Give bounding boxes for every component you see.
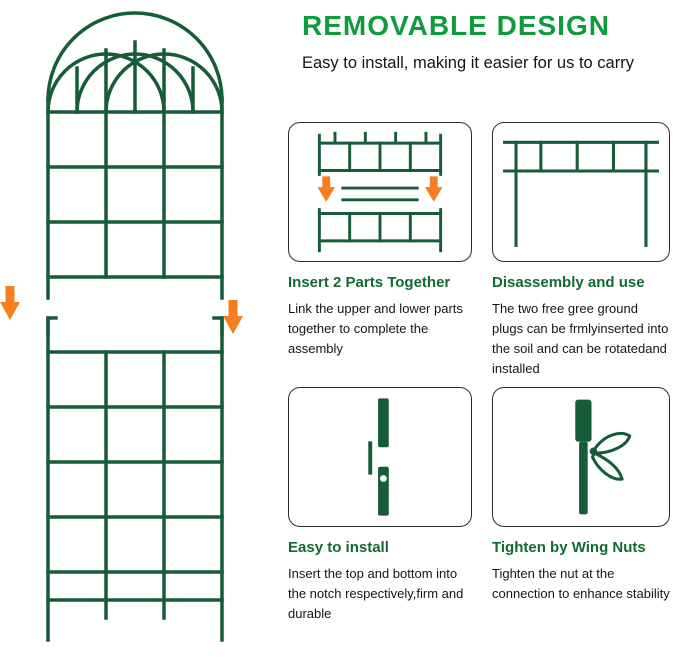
left-down-arrow-icon bbox=[0, 286, 20, 320]
panel-body: Tighten the nut at the connection to enh… bbox=[492, 566, 670, 602]
page-subtitle: Easy to install, making it easier for us… bbox=[302, 54, 634, 72]
panel-body: Link the upper and lower parts together … bbox=[288, 301, 463, 357]
notch-icon bbox=[368, 398, 389, 516]
down-arrow-icon bbox=[317, 176, 336, 202]
down-arrow-icon bbox=[424, 176, 443, 202]
panel-body: The two free gree ground plugs can be fr… bbox=[492, 301, 669, 377]
panel-figure bbox=[492, 387, 670, 527]
panel-figure bbox=[492, 122, 670, 262]
panel-figure bbox=[288, 387, 472, 527]
disassembly-icon bbox=[503, 140, 659, 248]
panel-insert-parts: Insert 2 Parts Together Link the upper a… bbox=[288, 122, 472, 359]
page-title: REMOVABLE DESIGN bbox=[302, 10, 610, 41]
panel-disassembly: Disassembly and use The two free gree gr… bbox=[492, 122, 670, 380]
right-down-arrow-icon bbox=[223, 300, 243, 334]
panel-caption: Easy to install bbox=[288, 539, 389, 556]
trellis-illustration bbox=[0, 11, 243, 642]
wing-nut-icon bbox=[575, 399, 632, 515]
panel-wing-nuts: Tighten by Wing Nuts Tighten the nut at … bbox=[492, 387, 670, 604]
panel-caption: Tighten by Wing Nuts bbox=[492, 539, 646, 556]
panel-caption: Disassembly and use bbox=[492, 274, 645, 291]
panel-easy-install: Easy to install Insert the top and botto… bbox=[288, 387, 472, 624]
panel-figure bbox=[288, 122, 472, 262]
panel-caption: Insert 2 Parts Together bbox=[288, 274, 451, 291]
panel-body: Insert the top and bottom into the notch… bbox=[288, 566, 464, 622]
insert-parts-icon bbox=[317, 131, 443, 253]
